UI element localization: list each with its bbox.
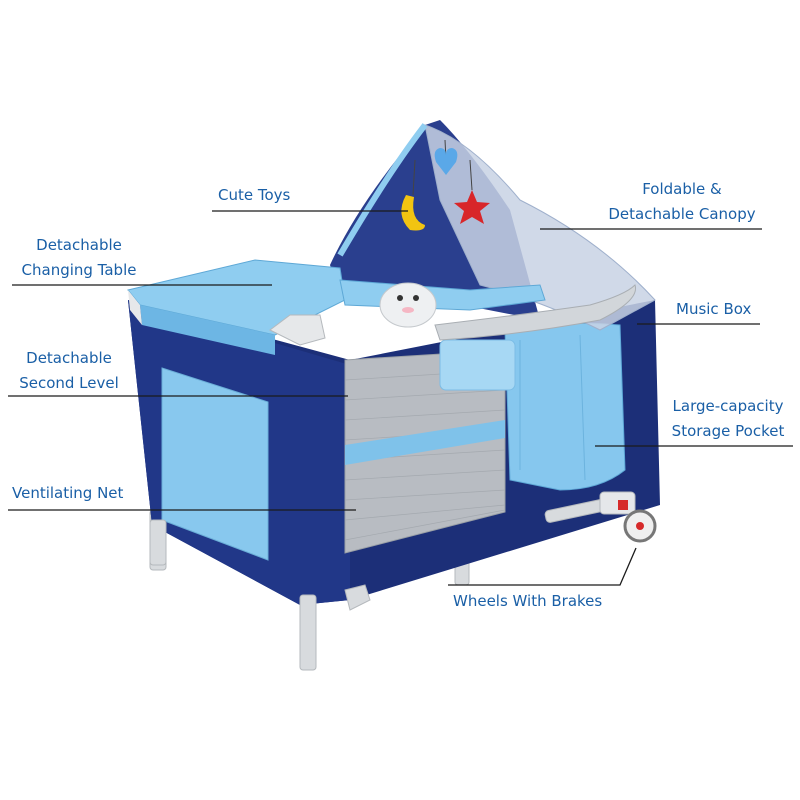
wheel-with-brake — [599, 491, 657, 543]
label-changing-table: Detachable Changing Table — [21, 236, 137, 279]
second-level-band — [345, 420, 505, 465]
canopy — [330, 120, 656, 331]
heart-toy — [434, 148, 458, 175]
leader-lines — [8, 210, 793, 586]
front-mesh-window — [161, 367, 269, 561]
music-box — [379, 282, 437, 328]
changing-table — [127, 259, 346, 355]
front-legs — [149, 499, 606, 671]
moon-toy — [401, 195, 425, 231]
label-ventilating-net: Ventilating Net — [12, 484, 124, 502]
storage-pocket — [439, 322, 626, 491]
leader-wheels — [448, 547, 637, 586]
side-handle — [434, 284, 637, 341]
label-storage-pocket: Large-capacity Storage Pocket — [671, 397, 785, 440]
label-music-box: Music Box — [676, 300, 752, 318]
star-toy — [454, 190, 490, 224]
label-second-level: Detachable Second Level — [19, 349, 119, 392]
label-cute-toys: Cute Toys — [218, 186, 291, 204]
cute-toys — [401, 139, 490, 231]
label-wheels: Wheels With Brakes — [453, 592, 603, 610]
label-canopy: Foldable & Detachable Canopy — [608, 180, 756, 223]
